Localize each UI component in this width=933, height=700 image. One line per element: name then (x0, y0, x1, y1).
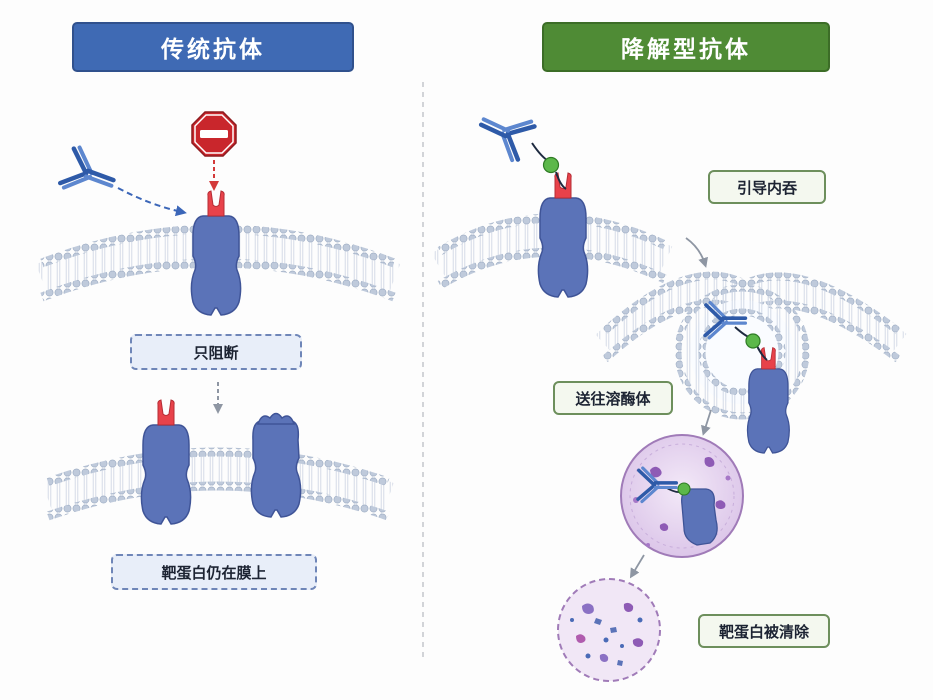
receptor-icon (250, 412, 302, 518)
label-target-cleared: 靶蛋白被清除 (698, 614, 830, 648)
label-remains-on-membrane: 靶蛋白仍在膜上 (111, 554, 317, 590)
degraded-vesicle (557, 578, 661, 682)
label-induce-endocytosis: 引导内吞 (708, 170, 826, 204)
no-entry-icon (191, 111, 237, 157)
antibody-icon (473, 103, 536, 163)
lysosome-icon (620, 434, 744, 558)
to-lysosome-arrow (701, 409, 712, 436)
receptor-icon (537, 172, 589, 298)
title-traditional-antibody: 传统抗体 (72, 22, 354, 72)
receptor-icon (140, 399, 192, 525)
linker (734, 326, 768, 361)
antibody-icon (59, 145, 120, 202)
binding-arrow (117, 187, 187, 217)
title-degrader-antibody: 降解型抗体 (542, 22, 830, 72)
receptor-icon (190, 190, 242, 316)
endocytosis-arrow (685, 237, 708, 268)
linker (531, 142, 567, 190)
membrane-bottom-left (42, 447, 394, 521)
to-degradation-arrow (629, 554, 645, 579)
label-block-only: 只阻断 (130, 334, 302, 370)
label-send-to-lysosome: 送往溶酶体 (553, 381, 673, 415)
